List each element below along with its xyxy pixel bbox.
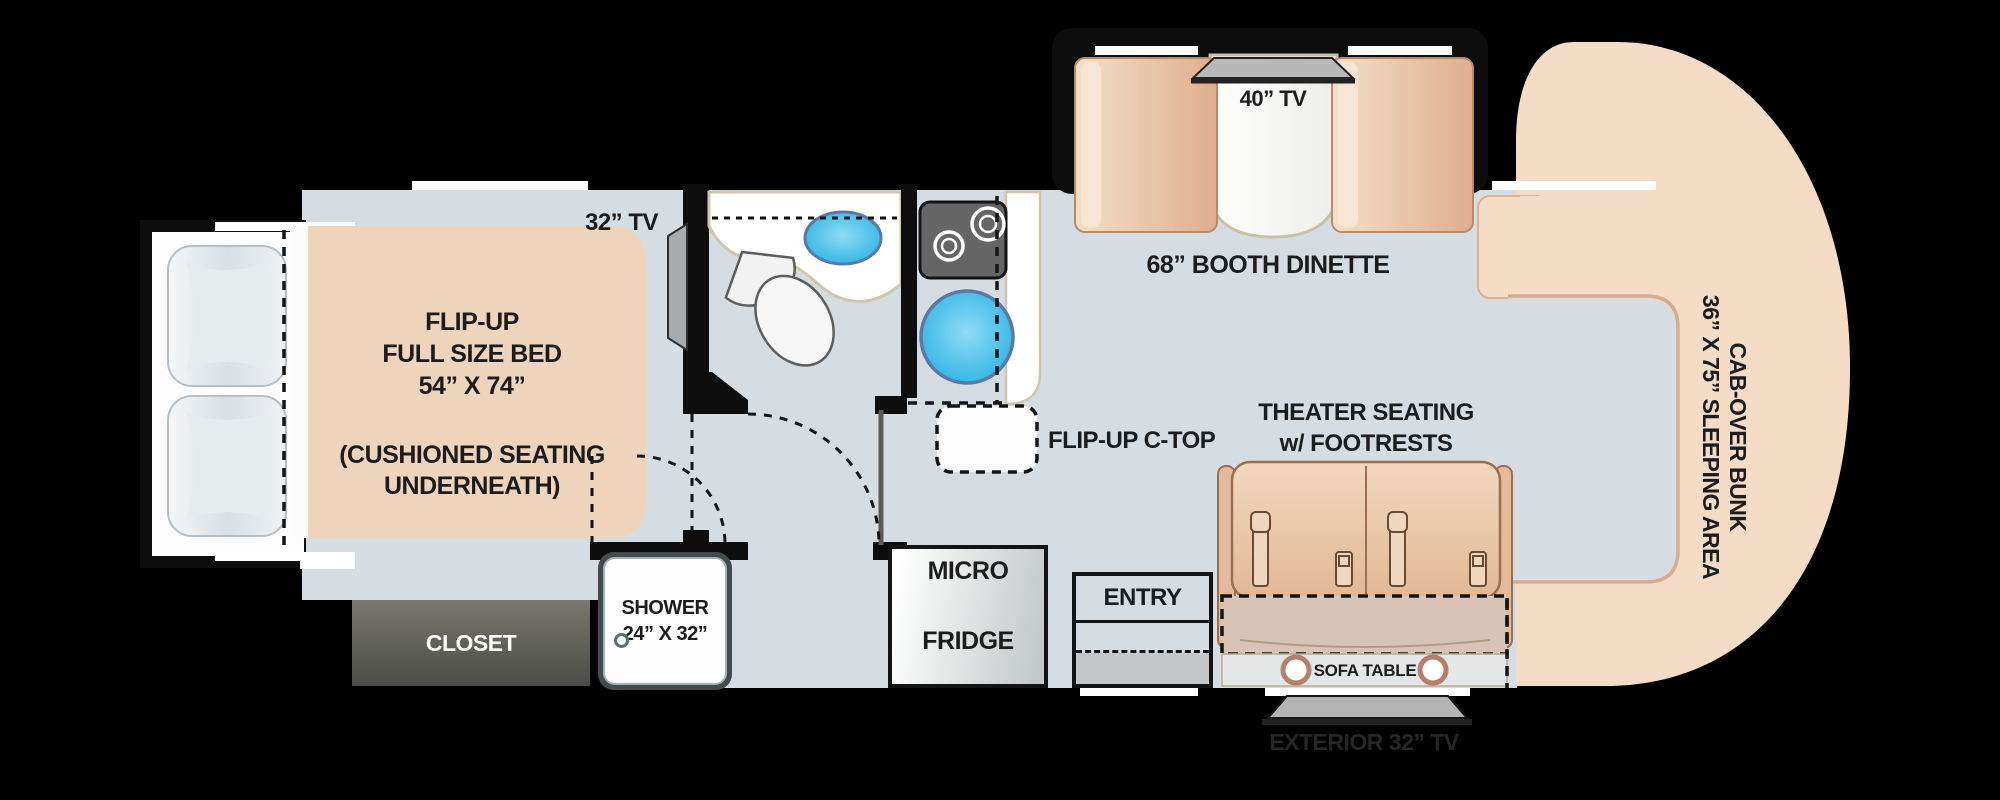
- bed-note-label: (CUSHIONED SEATING UNDERNEATH): [339, 441, 605, 500]
- cab-over-bunk-area: [1477, 42, 1850, 686]
- bottom-windows: [1080, 688, 1470, 696]
- dinette-tv: [1190, 57, 1356, 84]
- dinette-tv-label: 40” TV: [1239, 86, 1307, 111]
- closet-label: CLOSET: [425, 629, 517, 656]
- dinette-bench-right: [1331, 57, 1474, 233]
- shower: SHOWER 24” X 32”: [598, 552, 732, 690]
- flip-up-countertop: [935, 404, 1039, 474]
- bed-mattress: [282, 226, 646, 552]
- theater-seating-label: THEATER SEATING w/ FOOTRESTS: [1258, 399, 1474, 457]
- sofa-table: [1221, 653, 1508, 687]
- micro-fridge: MICRO FRIDGE: [888, 545, 1048, 688]
- sofa-table-label: SOFA TABLE: [1313, 661, 1417, 680]
- bedroom-tv: [667, 222, 688, 352]
- booth-dinette: [1052, 28, 1488, 239]
- exterior-tv: [1262, 695, 1472, 725]
- footrest-zone: [1220, 594, 1509, 656]
- bedroom-tv-label: 32” TV: [584, 209, 659, 236]
- micro-label: MICRO: [927, 557, 1009, 585]
- shower-drain-icon: [614, 633, 629, 648]
- shower-label: SHOWER: [621, 597, 710, 619]
- entry-label: ENTRY: [1103, 584, 1182, 611]
- entry-step: [1076, 623, 1209, 653]
- closet: CLOSET: [352, 600, 590, 686]
- kitchen-sink: [919, 289, 1015, 385]
- kitchen: [901, 184, 1042, 474]
- bathroom-sink: [803, 210, 883, 266]
- toilet: [724, 250, 835, 367]
- entry: ENTRY: [1072, 572, 1213, 688]
- bed-pillows: [167, 245, 287, 537]
- entry-landing: [1076, 653, 1209, 684]
- shower-size-label: 24” X 32”: [622, 623, 708, 645]
- bathroom: [692, 190, 907, 560]
- cup-holders: [1250, 511, 1487, 587]
- dinette-label: 68” BOOTH DINETTE: [1146, 251, 1390, 279]
- bed-label: FLIP-UP FULL SIZE BED 54” X 74”: [382, 308, 562, 400]
- exterior-tv-label: EXTERIOR 32” TV: [1269, 729, 1459, 755]
- fridge-label: FRIDGE: [922, 627, 1014, 655]
- hall-door-swing: [590, 454, 727, 545]
- theater-seating: [1217, 460, 1513, 688]
- dinette-bench-left: [1074, 57, 1218, 233]
- flip-up-ctop-label: FLIP-UP C-TOP: [1048, 427, 1216, 454]
- bathroom-door-swing: [690, 412, 881, 546]
- cab-over-bunk-label: CAB-OVER BUNK 36” X 75” SLEEPING AREA: [1698, 294, 1751, 580]
